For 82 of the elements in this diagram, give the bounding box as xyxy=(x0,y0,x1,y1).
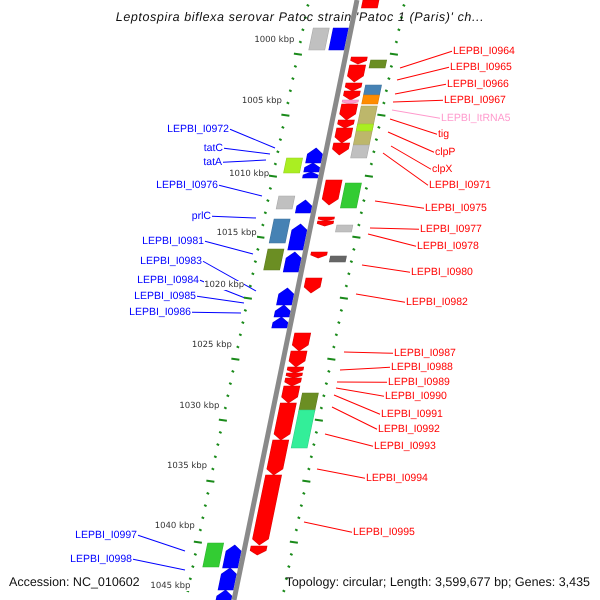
leader-line xyxy=(392,110,440,119)
gene-label: LEPBI_ItRNA5 xyxy=(441,113,510,124)
gene-label: LEPBI_I0980 xyxy=(411,267,473,278)
scale-label: 1030 kbp xyxy=(179,402,220,410)
gene-label: LEPBI_I0965 xyxy=(450,62,512,72)
leader-line xyxy=(316,468,366,479)
gene-label: LEPBI_I0991 xyxy=(381,409,443,420)
leader-line xyxy=(394,84,446,94)
leader-line xyxy=(204,240,254,254)
gene-label: clpX xyxy=(432,164,452,174)
gene-label: LEPBI_I0990 xyxy=(385,391,447,402)
genome-summary-text: Topology: circular; Length: 3,599,677 bp; Genes: 3,435 xyxy=(286,576,590,588)
leader-line xyxy=(196,296,244,304)
gene-label: LEPBI_I0987 xyxy=(394,348,456,358)
leader-line xyxy=(224,148,270,154)
leader-line xyxy=(396,66,450,80)
gene-label: LEPBI_I0984 xyxy=(137,275,199,286)
title: Leptospira biflexa serovar Patoc strain 'Patoc 1 (Paris)' ch... xyxy=(114,11,486,24)
leader-line xyxy=(374,200,424,209)
leader-line xyxy=(370,228,420,230)
leader-line xyxy=(390,118,438,135)
gene-label: LEPBI_I0998 xyxy=(70,554,132,564)
gene-label: LEPBI_I0986 xyxy=(129,307,191,318)
leader-line xyxy=(218,184,262,196)
gene-label: LEPBI_I0989 xyxy=(388,377,450,388)
accession-text: Accession: NC_010602 xyxy=(9,576,140,588)
scale-label: 1020 kbp xyxy=(204,281,244,290)
scale-label: 1025 kbp xyxy=(192,341,232,350)
leader-line xyxy=(212,216,256,218)
gene-label: LEPBI_I0972 xyxy=(167,124,229,134)
leader-line xyxy=(132,558,186,570)
gene-label: LEPBI_I0981 xyxy=(142,236,204,246)
gene-label: prlC xyxy=(192,211,211,222)
leader-line xyxy=(334,394,380,415)
scale-label: 1000 kbp xyxy=(254,36,294,44)
gene-label: LEPBI_I0994 xyxy=(366,473,428,484)
gene-label: LEPBI_I0975 xyxy=(425,203,487,214)
leader-line xyxy=(356,294,406,303)
leader-line xyxy=(202,260,256,292)
gene-label: LEPBI_I0993 xyxy=(374,441,436,452)
leader-line xyxy=(362,264,410,273)
gene-label: clpP xyxy=(435,147,456,158)
gene-label: LEPBI_I0992 xyxy=(378,424,440,434)
gene-label: LEPBI_I0977 xyxy=(420,224,482,234)
scale-label: 1015 kbp xyxy=(216,229,257,238)
scale-label: 1035 kbp xyxy=(167,462,208,470)
leader-line xyxy=(390,146,432,170)
leader-line xyxy=(230,128,276,148)
leader-line xyxy=(336,388,384,397)
leader-line xyxy=(332,406,378,430)
leader-line xyxy=(304,522,352,533)
gene-label: LEPBI_I0967 xyxy=(444,95,506,106)
gene-label: LEPBI_I0997 xyxy=(75,530,137,540)
gene-label: LEPBI_I0983 xyxy=(140,256,202,266)
gene-label: tatA xyxy=(203,157,222,168)
gene-label: LEPBI_I0964 xyxy=(453,46,515,56)
scale-label: 1040 kbp xyxy=(154,522,195,530)
gene-label: LEPBI_I0978 xyxy=(417,241,479,252)
leader-line xyxy=(400,50,452,68)
leader-line xyxy=(388,132,434,153)
leader-line xyxy=(324,434,374,447)
leader-line xyxy=(336,382,388,383)
gene-label: tig xyxy=(438,129,450,140)
leader-line xyxy=(382,152,428,186)
scale-label: 1045 kbp xyxy=(150,582,190,590)
gene-label: LEPBI_I0982 xyxy=(406,297,468,308)
leader-line xyxy=(192,312,242,314)
gene-label: LEPBI_I0995 xyxy=(353,527,415,538)
gene-label: LEPBI_I0966 xyxy=(447,79,509,90)
leader-line xyxy=(392,100,444,102)
scale-label: 1005 kbp xyxy=(242,97,282,106)
gene-label: tatC xyxy=(204,143,223,154)
gene-label: LEPBI_I0985 xyxy=(134,291,196,302)
scale-label: 1010 kbp xyxy=(229,170,270,178)
leader-line xyxy=(368,234,416,247)
gene-label: LEPBI_I0971 xyxy=(429,180,491,190)
leader-line xyxy=(138,534,186,552)
leader-line xyxy=(344,352,394,354)
leader-line xyxy=(222,160,266,163)
gene-label: LEPBI_I0988 xyxy=(391,362,453,372)
gene-label: LEPBI_I0976 xyxy=(156,180,218,190)
leader-line xyxy=(340,366,390,370)
